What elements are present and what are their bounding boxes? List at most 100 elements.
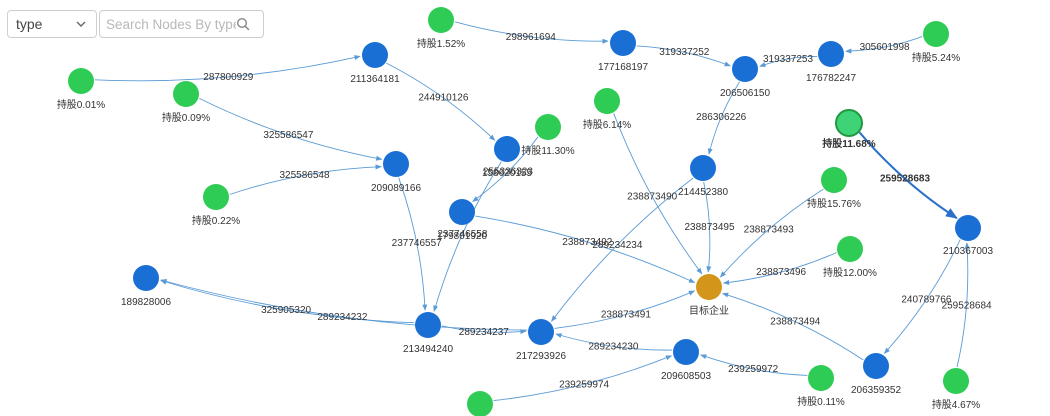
shareholder-node[interactable]: 持股6.14% xyxy=(583,88,631,131)
shareholder-node-circle[interactable] xyxy=(535,114,561,140)
company-node-circle[interactable] xyxy=(449,199,475,225)
node-label: 持股15.76% xyxy=(807,197,861,210)
company-node[interactable]: 211364181 xyxy=(350,42,400,85)
company-node[interactable]: 209089166 xyxy=(371,151,421,194)
company-node-circle[interactable] xyxy=(690,155,716,181)
edge-line[interactable] xyxy=(160,279,415,324)
shareholder-node[interactable]: 持股5.24% xyxy=(912,21,960,64)
shareholder-node[interactable]: 持股11.30% xyxy=(521,114,575,157)
company-node-circle[interactable] xyxy=(415,312,441,338)
edge-line[interactable] xyxy=(475,215,696,284)
edge-line[interactable] xyxy=(493,355,673,402)
company-node[interactable]: 176782247 xyxy=(806,41,856,84)
edge-line[interactable] xyxy=(199,97,383,161)
company-node-circle[interactable] xyxy=(673,339,699,365)
shareholder-node-circle[interactable] xyxy=(808,365,834,391)
edge-line[interactable] xyxy=(386,62,496,141)
shareholder-node[interactable]: 持股1.52% xyxy=(417,7,465,50)
node-label: 206359352 xyxy=(851,385,901,396)
edge-line[interactable] xyxy=(398,177,428,311)
type-select[interactable]: type xyxy=(7,10,97,38)
shareholder-node-circle[interactable] xyxy=(923,21,949,47)
node-label: 158620155 xyxy=(482,168,532,179)
edge-line[interactable] xyxy=(433,161,502,312)
edge-label: 239259972 xyxy=(728,364,778,375)
edge-line[interactable] xyxy=(700,354,808,376)
edge-line[interactable] xyxy=(454,21,609,44)
shareholder-node-circle[interactable] xyxy=(68,68,94,94)
edge-line[interactable] xyxy=(160,279,528,331)
edge-line[interactable] xyxy=(554,290,696,329)
shareholder-node-circle[interactable] xyxy=(835,109,863,137)
edge-label: 319337253 xyxy=(763,54,813,65)
shareholder-node-circle[interactable] xyxy=(428,7,454,33)
shareholder-node[interactable]: 持股0.22% xyxy=(192,184,240,227)
shareholder-node-circle[interactable] xyxy=(943,368,969,394)
shareholder-node-circle[interactable] xyxy=(837,236,863,262)
edge-label: 244910126 xyxy=(418,93,468,104)
company-node[interactable]: 177168197 xyxy=(598,30,648,73)
edge-line[interactable] xyxy=(707,81,740,155)
search-input[interactable] xyxy=(106,16,236,32)
shareholder-node[interactable]: 持股0.09% xyxy=(162,81,210,124)
edge-line[interactable] xyxy=(551,177,694,322)
edge-line[interactable] xyxy=(472,136,539,202)
company-node-circle[interactable] xyxy=(362,42,388,68)
company-node[interactable]: 206359352 xyxy=(851,353,901,396)
edge-line[interactable] xyxy=(94,55,361,82)
edge-line[interactable] xyxy=(703,181,712,273)
edge-line[interactable] xyxy=(759,55,818,67)
company-node[interactable]: 179801920 xyxy=(437,199,487,242)
edge-line[interactable] xyxy=(721,292,864,361)
shareholder-node-circle[interactable] xyxy=(467,391,493,416)
shareholder-node-circle[interactable] xyxy=(594,88,620,114)
shareholder-node[interactable] xyxy=(467,391,493,416)
edge-line[interactable] xyxy=(956,242,970,368)
shareholder-node[interactable]: 持股4.67% xyxy=(932,368,980,411)
edge-line[interactable] xyxy=(858,131,958,219)
edge-line[interactable] xyxy=(229,164,382,195)
company-node[interactable]: 210367003 xyxy=(943,215,993,257)
shareholder-node-circle[interactable] xyxy=(173,81,199,107)
company-node[interactable]: 206506150 xyxy=(720,56,770,99)
company-node-circle[interactable] xyxy=(863,353,889,379)
shareholder-node[interactable]: 持股0.11% xyxy=(797,365,845,408)
company-node[interactable]: 189828006 xyxy=(121,265,171,308)
shareholder-node-circle[interactable] xyxy=(821,167,847,193)
edge-line[interactable] xyxy=(719,188,824,278)
edge-line[interactable] xyxy=(555,333,673,351)
edge-label: 319337252 xyxy=(659,47,709,58)
shareholder-node[interactable]: 持股15.76% xyxy=(807,167,861,210)
shareholder-node-circle[interactable] xyxy=(203,184,229,210)
company-node-circle[interactable] xyxy=(133,265,159,291)
edge-line[interactable] xyxy=(883,239,961,354)
company-node-circle[interactable] xyxy=(528,319,554,345)
company-node[interactable]: 217293926 xyxy=(516,319,566,362)
target-node[interactable]: 目标企业 xyxy=(689,274,729,317)
chevron-down-icon xyxy=(76,21,86,27)
node-layer: 持股1.52% 持股0.01% 持股0.09% 持股0.22% 持股11.30%持股6.… xyxy=(57,7,993,416)
company-node[interactable]: 158620155 xyxy=(482,136,532,179)
search-icon[interactable] xyxy=(236,17,250,31)
edge-label: 289234237 xyxy=(459,327,509,338)
company-node[interactable]: 214452380 xyxy=(678,155,728,198)
edge-label-layer: 2989616943193372523193372533056019982878… xyxy=(203,32,992,390)
edge-line[interactable] xyxy=(636,45,731,67)
company-node-circle[interactable] xyxy=(732,56,758,82)
edge-label: 237746558 xyxy=(437,229,487,240)
company-node-circle[interactable] xyxy=(383,151,409,177)
company-node-circle[interactable] xyxy=(818,41,844,67)
company-node-circle[interactable] xyxy=(494,136,520,162)
edge-line[interactable] xyxy=(722,252,837,285)
company-node[interactable]: 209608503 xyxy=(661,339,711,382)
shareholder-node[interactable]: 持股12.00% xyxy=(823,236,877,279)
edge-line[interactable] xyxy=(845,36,923,54)
company-node-circle[interactable] xyxy=(610,30,636,56)
company-node[interactable]: 213494240 xyxy=(403,312,453,355)
shareholder-node[interactable]: 持股0.01% xyxy=(57,68,105,111)
company-node-circle[interactable] xyxy=(955,215,981,241)
shareholder-node[interactable]: 持股11.68% xyxy=(822,109,876,150)
target-node-circle[interactable] xyxy=(696,274,722,300)
edge-line[interactable] xyxy=(613,113,703,275)
